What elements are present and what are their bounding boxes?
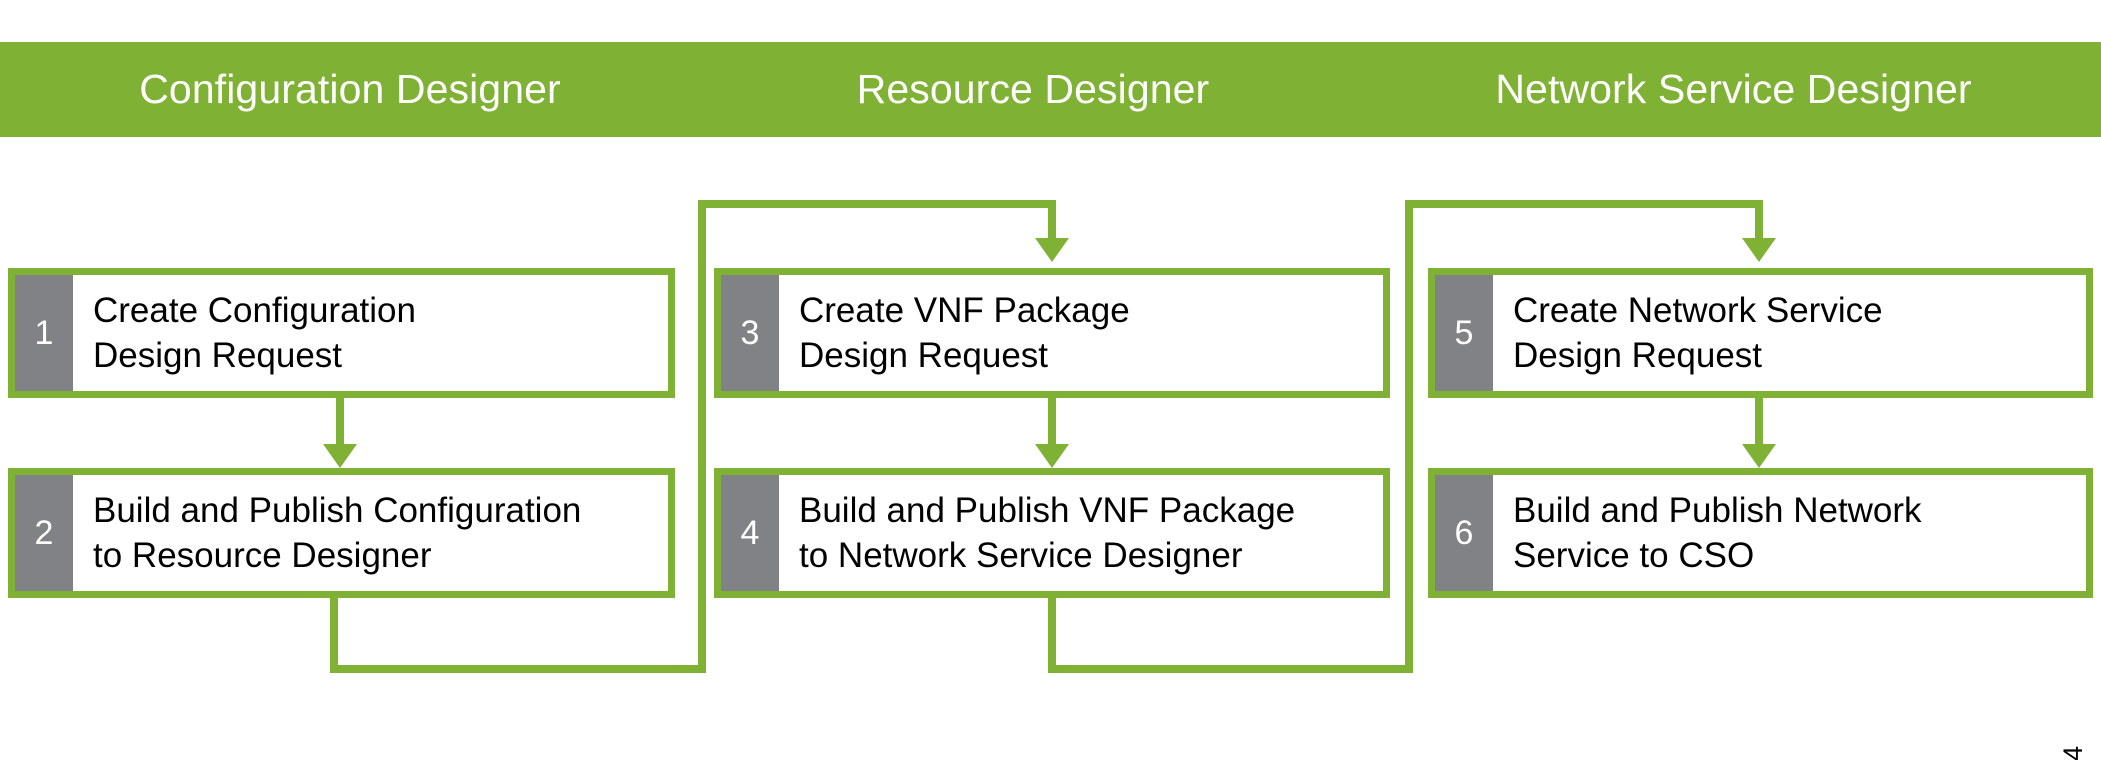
connector-4-to-5-horizontal-bottom — [1048, 665, 1413, 673]
connector-5-to-6-line — [1755, 398, 1763, 447]
connector-1-to-2-line — [336, 398, 344, 447]
step-box-5[interactable]: 5 Create Network Service Design Request — [1428, 268, 2093, 398]
connector-3-to-4-line — [1048, 398, 1056, 447]
connector-4-to-5-descend — [1755, 200, 1763, 240]
arrow-head-into-box-2 — [323, 444, 357, 468]
connector-2-to-3-riser — [698, 200, 706, 673]
step-number-badge-4: 4 — [721, 475, 779, 591]
step-label-1: Create Configuration Design Request — [93, 290, 416, 376]
figure-id-watermark: g300324 — [2058, 746, 2089, 760]
connector-2-to-3-horizontal-bottom — [330, 665, 706, 673]
step-label-2: Build and Publish Configuration to Resou… — [93, 490, 582, 576]
step-label-5: Create Network Service Design Request — [1513, 290, 1883, 376]
connector-4-to-5-horizontal-top — [1405, 200, 1763, 208]
step-box-4[interactable]: 4 Build and Publish VNF Package to Netwo… — [714, 468, 1390, 598]
step-label-4: Build and Publish VNF Package to Network… — [799, 490, 1296, 576]
arrow-head-into-box-3 — [1035, 238, 1069, 262]
connector-4-to-5-drop — [1048, 598, 1056, 673]
arrow-head-into-box-5 — [1742, 238, 1776, 262]
step-label-6: Build and Publish Network Service to CSO — [1513, 490, 1922, 576]
step-number-badge-1: 1 — [15, 275, 73, 391]
connector-2-to-3-drop — [330, 598, 338, 673]
step-box-3[interactable]: 3 Create VNF Package Design Request — [714, 268, 1390, 398]
arrow-head-into-box-6 — [1742, 444, 1776, 468]
step-number-badge-3: 3 — [721, 275, 779, 391]
step-number-badge-5: 5 — [1435, 275, 1493, 391]
connector-2-to-3-descend — [1048, 200, 1056, 240]
arrow-head-into-box-4 — [1035, 444, 1069, 468]
header-column-resource-designer: Resource Designer — [856, 66, 1210, 112]
step-label-3: Create VNF Package Design Request — [799, 290, 1130, 376]
step-box-2[interactable]: 2 Build and Publish Configuration to Res… — [8, 468, 675, 598]
header-column-network-service-designer: Network Service Designer — [1495, 66, 1972, 112]
step-number-badge-2: 2 — [15, 475, 73, 591]
header-column-configuration-designer: Configuration Designer — [139, 66, 561, 112]
connector-2-to-3-horizontal-top — [698, 200, 1056, 208]
header-band — [0, 42, 2101, 137]
step-box-1[interactable]: 1 Create Configuration Design Request — [8, 268, 675, 398]
connector-4-to-5-riser — [1405, 200, 1413, 673]
step-number-badge-6: 6 — [1435, 475, 1493, 591]
step-box-6[interactable]: 6 Build and Publish Network Service to C… — [1428, 468, 2093, 598]
